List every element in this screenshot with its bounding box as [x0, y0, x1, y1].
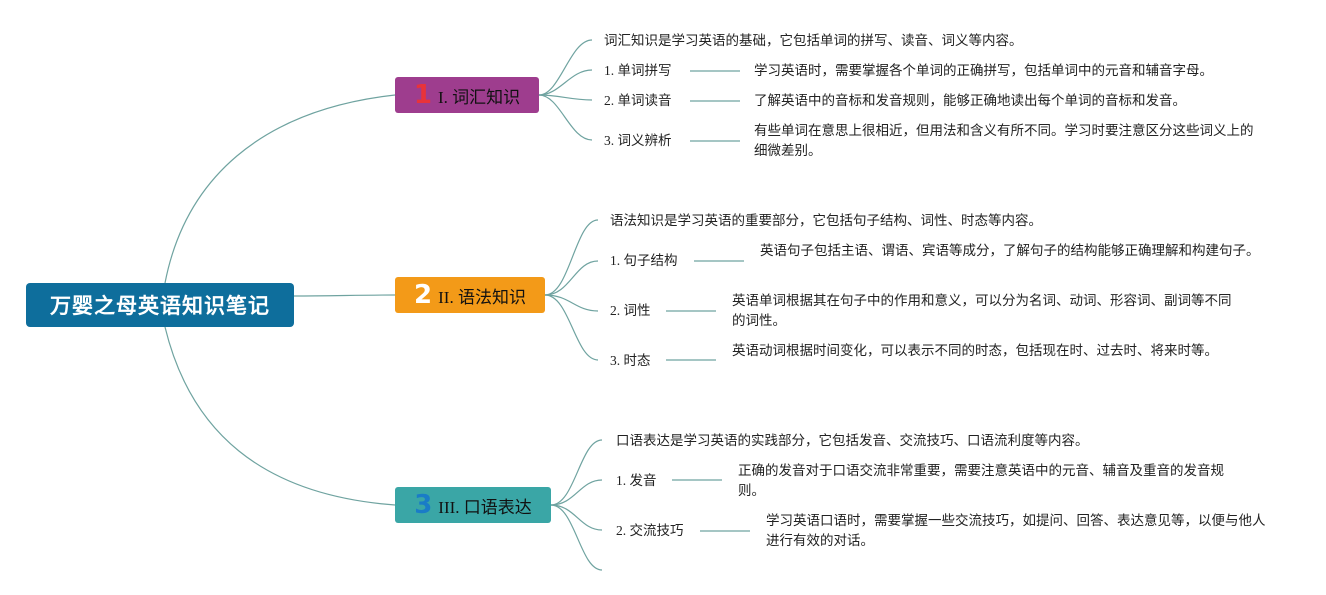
- branch-node-speaking[interactable]: 3 III. 口语表达: [395, 487, 551, 523]
- branch3-item2-label[interactable]: 2. 交流技巧: [616, 523, 684, 538]
- edge-b1-item1: [538, 69, 593, 96]
- edge-b2-item1: [544, 260, 599, 296]
- branch2-intro: 语法知识是学习英语的重要部分，它包括句子结构、词性、时态等内容。: [610, 213, 1042, 228]
- branch3-intro: 口语表达是学习英语的实践部分，它包括发音、交流技巧、口语流利度等内容。: [616, 433, 1089, 448]
- branch2-item1-desc: 英语句子包括主语、谓语、宾语等成分，了解句子的结构能够正确理解和构建句子。: [760, 243, 1260, 258]
- edge-b3-item1: [550, 479, 603, 506]
- edge-b1-item2: [538, 94, 593, 101]
- branch3-item1-desc: 正确的发音对于口语交流非常重要，需要注意英语中的元音、辅音及重音的发音规则。: [738, 463, 1224, 498]
- edge-b2-intro: [544, 219, 599, 296]
- branch1-item1-desc: 学习英语时，需要掌握各个单词的正确拼写，包括单词中的元音和辅音字母。: [754, 63, 1213, 78]
- branch1-item2-label[interactable]: 2. 单词读音: [604, 93, 672, 108]
- edge-b2-item3: [544, 294, 599, 361]
- edge-root-branch3: [164, 326, 396, 506]
- branch2-item3-label[interactable]: 3. 时态: [610, 353, 651, 368]
- root-node[interactable]: 万婴之母英语知识笔记: [26, 283, 294, 327]
- edge-b1-intro: [538, 39, 593, 96]
- branch2-item2-desc: 英语单词根据其在句子中的作用和意义，可以分为名词、动词、形容词、副词等不同的词性…: [732, 293, 1232, 328]
- branch1-intro: 词汇知识是学习英语的基础，它包括单词的拼写、读音、词义等内容。: [604, 33, 1023, 48]
- edge-root-branch2: [293, 294, 396, 297]
- branch-label: II. 语法知识: [438, 287, 526, 307]
- branch2-item2-label[interactable]: 2. 词性: [610, 303, 651, 318]
- branch-node-grammar[interactable]: 2 II. 语法知识: [395, 277, 545, 313]
- edge-b3-item2: [550, 504, 603, 531]
- branch-node-vocabulary[interactable]: 1 I. 词汇知识: [395, 77, 539, 113]
- branch-label: I. 词汇知识: [437, 87, 521, 107]
- branch1-item3-label[interactable]: 3. 词义辨析: [604, 133, 672, 148]
- edge-b3-empty: [550, 504, 603, 571]
- number-2-icon: 2: [414, 280, 433, 310]
- edge-b1-item3: [538, 94, 593, 141]
- edge-b2-item2: [544, 294, 599, 312]
- branch3-item2-desc: 学习英语口语时，需要掌握一些交流技巧，如提问、回答、表达意见等，以便与他人进行有…: [766, 513, 1266, 548]
- number-1-icon: 1: [413, 80, 432, 110]
- edge-root-branch1: [164, 94, 396, 284]
- edge-b3-intro: [550, 439, 603, 506]
- branch-label: III. 口语表达: [438, 497, 532, 517]
- branch1-item2-desc: 了解英语中的音标和发音规则，能够正确地读出每个单词的音标和发音。: [754, 93, 1186, 108]
- branch2-item3-desc: 英语动词根据时间变化，可以表示不同的时态，包括现在时、过去时、将来时等。: [732, 343, 1218, 358]
- number-3-icon: 3: [414, 490, 433, 520]
- branch2-item1-label[interactable]: 1. 句子结构: [610, 253, 678, 268]
- branch1-item1-label[interactable]: 1. 单词拼写: [604, 63, 672, 78]
- branch3-item1-label[interactable]: 1. 发音: [616, 473, 657, 488]
- branch1-item3-desc: 有些单词在意思上很相近，但用法和含义有所不同。学习时要注意区分这些词义上的细微差…: [754, 123, 1254, 158]
